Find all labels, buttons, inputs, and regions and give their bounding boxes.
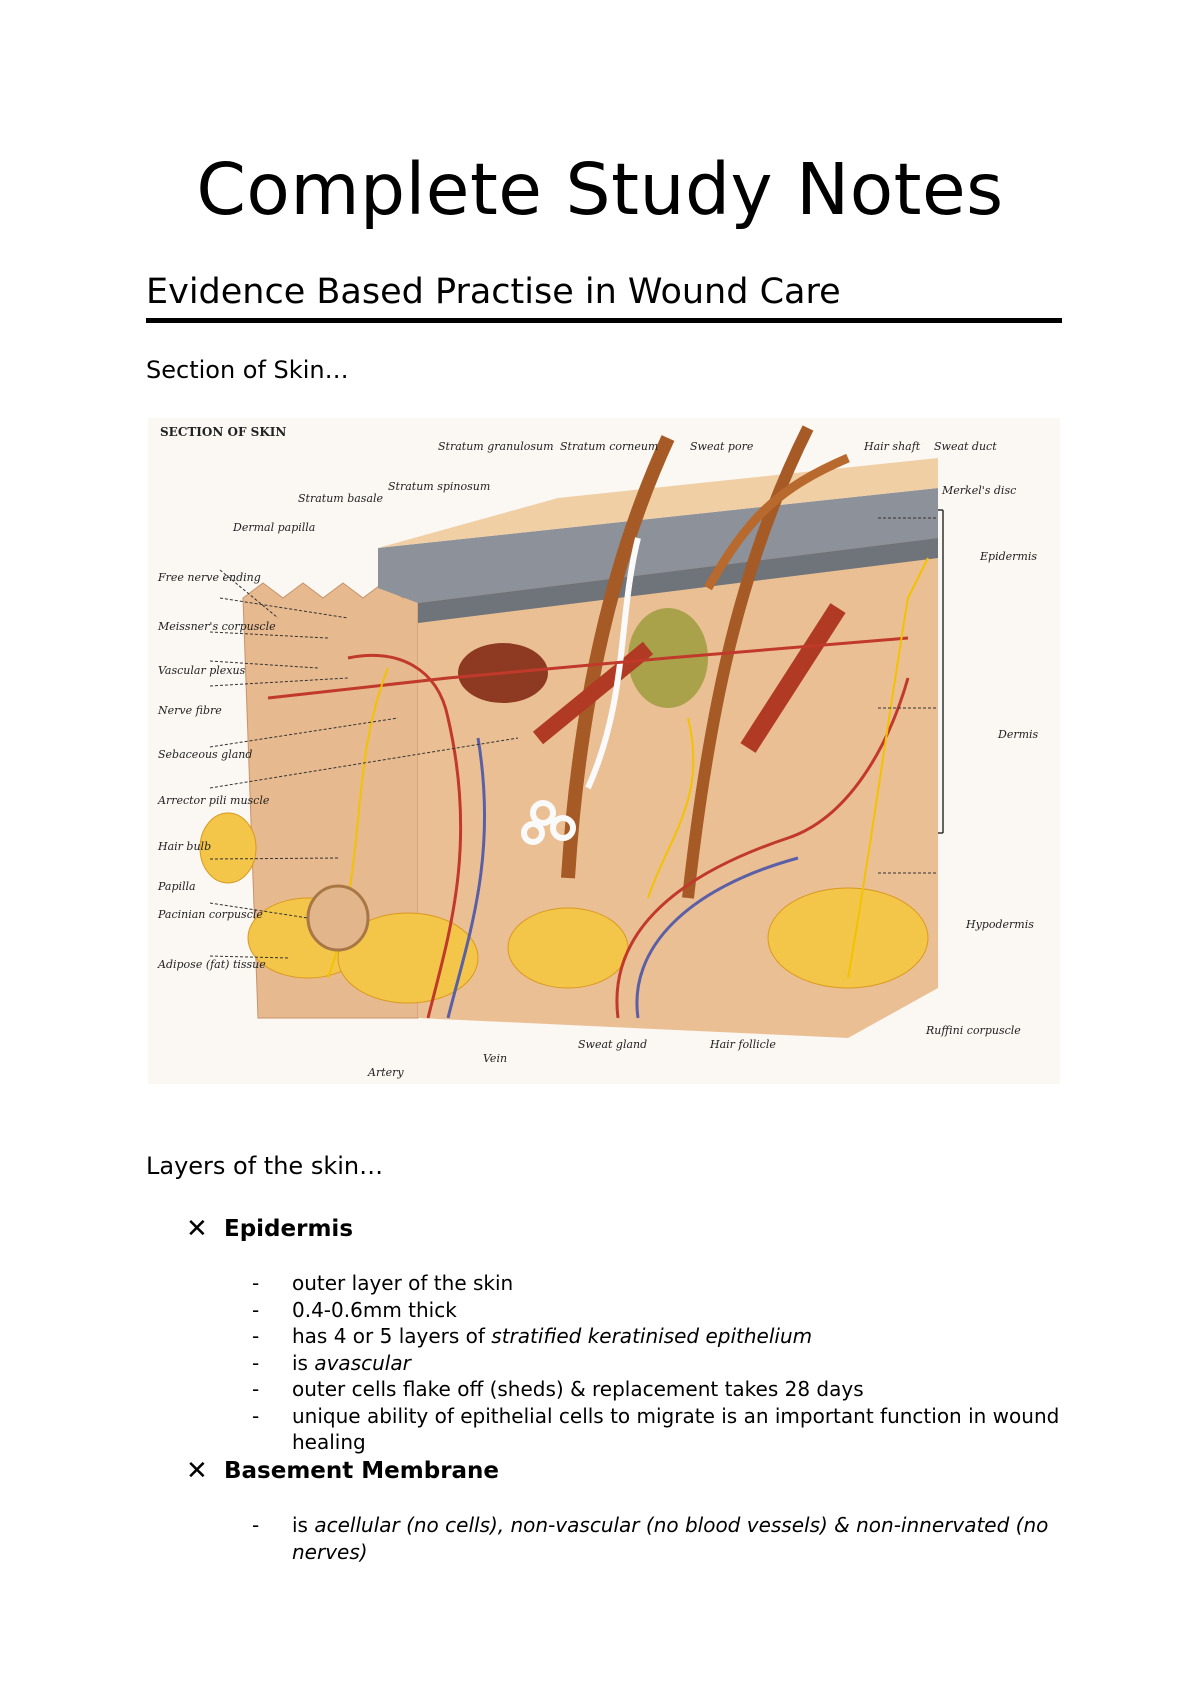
- section-heading-layers: Layers of the skin…: [146, 1152, 384, 1180]
- dash-bullet: -: [252, 1513, 260, 1537]
- document-subtitle: Evidence Based Practise in Wound Care: [146, 272, 841, 312]
- bullet-epidermis: ✕ Epidermis: [186, 1214, 353, 1244]
- basement-membrane-list: - is acellular (no cells), non-vascular (…: [252, 1512, 1092, 1565]
- label-sweat-pore: Sweat pore: [690, 440, 754, 453]
- item-text: outer cells flake off (sheds) & replacem…: [292, 1377, 864, 1401]
- italic-text: acellular (no cells), non-vascular (no b…: [292, 1513, 1049, 1564]
- title-underline: [146, 318, 1062, 323]
- label-pacinian-corpuscle: Pacinian corpuscle: [157, 908, 263, 921]
- label-arrector-pili-muscle: Arrector pili muscle: [157, 794, 270, 807]
- label-merkels-disc: Merkel's disc: [941, 484, 1016, 497]
- item-text: is: [292, 1513, 315, 1537]
- dash-bullet: -: [252, 1271, 260, 1295]
- dash-bullet: -: [252, 1350, 260, 1375]
- label-vascular-plexus: Vascular plexus: [158, 664, 246, 677]
- list-item: - outer layer of the skin: [252, 1270, 1092, 1297]
- label-papilla: Papilla: [157, 880, 196, 893]
- label-stratum-basale: Stratum basale: [298, 492, 384, 505]
- list-item: - is avascular: [252, 1350, 1092, 1377]
- epidermis-list: - outer layer of the skin - 0.4-0.6mm thick…: [252, 1270, 1092, 1456]
- list-item: - outer cells flake off (sheds) & replace…: [252, 1376, 1092, 1403]
- label-dermis: Dermis: [997, 728, 1039, 741]
- label-meissners-corpuscle: Meissner's corpuscle: [157, 620, 276, 633]
- page-title: Complete Study Notes: [196, 148, 1004, 231]
- skin-section-figure: SECTION OF SKIN Stratum basale Dermal pa…: [148, 418, 1060, 1084]
- label-stratum-corneum: Stratum corneum: [560, 440, 658, 453]
- list-item: - is acellular (no cells), non-vascular (…: [252, 1512, 1092, 1565]
- label-hypodermis: Hypodermis: [965, 918, 1034, 931]
- label-free-nerve-ending: Free nerve ending: [157, 571, 261, 584]
- item-text: outer layer of the skin: [292, 1271, 514, 1295]
- dash-bullet: -: [252, 1297, 260, 1322]
- cross-bullet-icon: ✕: [186, 1456, 208, 1486]
- list-item: - 0.4-0.6mm thick: [252, 1297, 1092, 1324]
- dash-bullet: -: [252, 1377, 260, 1401]
- label-hair-bulb: Hair bulb: [157, 840, 211, 853]
- item-text: has 4 or 5 layers of: [292, 1324, 492, 1348]
- label-ruffini-corpuscle: Ruffini corpuscle: [925, 1024, 1021, 1037]
- label-nerve-fibre: Nerve fibre: [157, 704, 222, 717]
- label-epidermis: Epidermis: [979, 550, 1037, 563]
- label-vein: Vein: [483, 1052, 507, 1065]
- item-text: unique ability of epithelial cells to mi…: [292, 1403, 1060, 1455]
- cross-bullet-icon: ✕: [186, 1214, 208, 1244]
- figure-caption: SECTION OF SKIN: [160, 425, 286, 439]
- dash-bullet: -: [252, 1403, 260, 1428]
- label-hair-follicle: Hair follicle: [709, 1038, 776, 1051]
- skin-diagram: SECTION OF SKIN Stratum basale Dermal pa…: [148, 418, 1060, 1084]
- label-adipose-tissue: Adipose (fat) tissue: [157, 958, 266, 971]
- label-dermal-papilla: Dermal papilla: [232, 521, 315, 534]
- item-text: is: [292, 1350, 315, 1375]
- bullet-label: Epidermis: [224, 1216, 354, 1242]
- bullet-label: Basement Membrane: [224, 1458, 500, 1484]
- list-item: - unique ability of epithelial cells to m…: [252, 1403, 1092, 1456]
- label-artery: Artery: [367, 1066, 404, 1079]
- label-hair-shaft: Hair shaft: [863, 440, 921, 453]
- label-sebaceous-gland: Sebaceous gland: [158, 748, 252, 761]
- label-sweat-duct: Sweat duct: [934, 440, 997, 453]
- italic-text: stratified keratinised epithelium: [491, 1324, 813, 1348]
- label-stratum-spinosum: Stratum spinosum: [388, 480, 490, 493]
- dash-bullet: -: [252, 1324, 260, 1348]
- italic-text: avascular: [314, 1350, 411, 1375]
- label-sweat-gland: Sweat gland: [578, 1038, 647, 1051]
- section-heading-skin: Section of Skin…: [146, 356, 349, 384]
- list-item: - has 4 or 5 layers of stratified keratin…: [252, 1323, 1092, 1350]
- label-stratum-granulosum: Stratum granulosum: [438, 440, 554, 453]
- item-text: 0.4-0.6mm thick: [292, 1297, 457, 1322]
- bullet-basement-membrane: ✕ Basement Membrane: [186, 1456, 499, 1486]
